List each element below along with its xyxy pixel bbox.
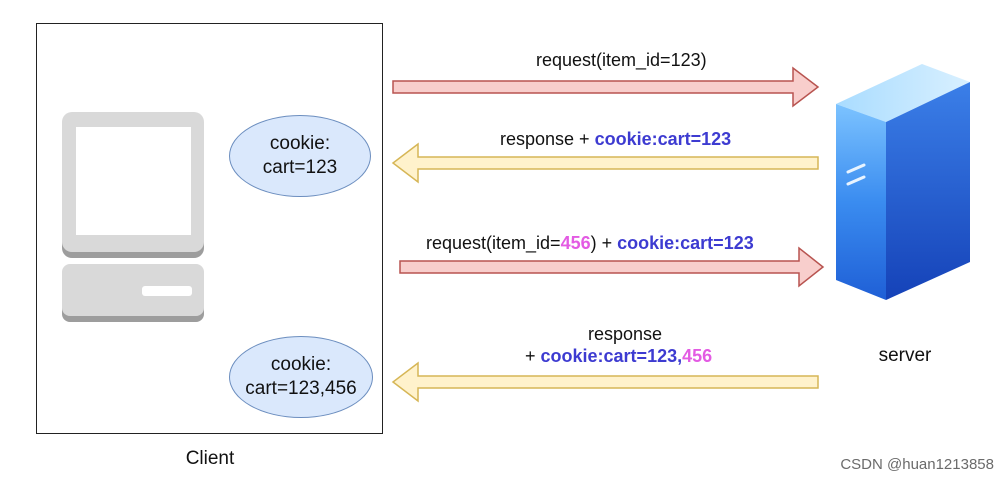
message-response-1-plain: response +	[500, 129, 595, 149]
watermark: CSDN @huan1213858	[840, 456, 994, 473]
message-request-2-cookie: cookie:cart=123	[617, 233, 754, 253]
message-request-2-prefix: request(item_id=	[426, 233, 561, 253]
message-response-1-cookie: cookie:cart=123	[594, 129, 732, 149]
message-request-2-item: 456	[560, 233, 591, 253]
message-response-2-plus: +	[525, 346, 541, 366]
cookie-2-line1: cookie:	[270, 354, 332, 375]
message-response-2-cookie: cookie:cart=123,	[540, 346, 683, 366]
response-arrow-1	[391, 142, 819, 184]
cookie-2-line2: cart=123,456	[245, 378, 357, 399]
message-request-2: request(item_id=456) + cookie:cart=123	[426, 232, 754, 254]
cookie-ellipse-1: cookie: cart=123	[229, 115, 371, 197]
desktop-computer-icon	[60, 112, 210, 327]
request-arrow-1	[392, 66, 820, 108]
request-arrow-2	[399, 246, 825, 288]
message-response-2-line1: response	[588, 323, 662, 345]
cookie-1-line2: cart=123	[262, 157, 338, 178]
message-request-2-middle: ) +	[590, 233, 618, 253]
server-tower-icon	[836, 62, 972, 302]
message-response-1: response + cookie:cart=123	[500, 128, 731, 150]
cookie-1-line1: cookie:	[269, 133, 331, 154]
message-response-2-item: 456	[682, 346, 713, 366]
client-label: Client	[185, 448, 235, 469]
message-request-1: request(item_id=123)	[536, 49, 707, 71]
message-response-2-line2: + cookie:cart=123,456	[525, 345, 712, 367]
message-request-1-text: request(item_id=123)	[536, 50, 707, 70]
cookie-ellipse-2: cookie: cart=123,456	[229, 336, 373, 418]
response-arrow-2	[391, 361, 819, 403]
message-response-2-line1-text: response	[588, 324, 663, 344]
server-label: server	[878, 345, 932, 366]
